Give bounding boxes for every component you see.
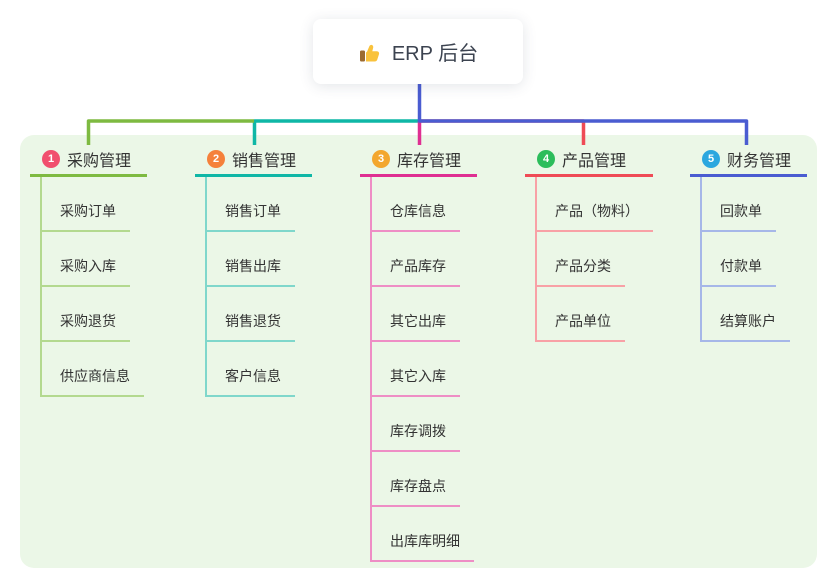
branch-header-purchase[interactable]: 1 采购管理 <box>30 145 148 177</box>
branch-children: 回款单 付款单 结算账户 <box>700 177 790 342</box>
child-node[interactable]: 结算账户 <box>702 287 790 342</box>
child-node[interactable]: 采购订单 <box>42 177 130 232</box>
branch-label: 库存管理 <box>397 152 462 170</box>
child-node[interactable]: 产品库存 <box>372 232 460 287</box>
branch-number-badge: 5 <box>702 149 720 168</box>
branch-number-badge: 2 <box>207 149 225 168</box>
branch-header-finance[interactable]: 5 财务管理 <box>690 145 808 177</box>
child-node[interactable]: 客户信息 <box>207 342 295 397</box>
branch-number-badge: 1 <box>42 149 60 168</box>
root-node-label: ERP 后台 <box>391 43 479 65</box>
branches-background-panel <box>20 135 817 568</box>
branch-number-badge: 4 <box>537 149 555 168</box>
branch-purchase-management: 1 采购管理 采购订单 采购入库 采购退货 供应商信息 <box>30 145 148 397</box>
child-node[interactable]: 产品（物料） <box>537 177 653 232</box>
thumbs-up-icon <box>359 44 379 61</box>
connector-sales <box>252 119 419 145</box>
child-node[interactable]: 库存调拨 <box>372 397 460 452</box>
child-node[interactable]: 回款单 <box>702 177 776 232</box>
branch-children: 销售订单 销售出库 销售退货 客户信息 <box>205 177 295 397</box>
branch-children: 产品（物料） 产品分类 产品单位 <box>535 177 653 342</box>
branch-inventory-management: 3 库存管理 仓库信息 产品库存 其它出库 其它入库 库存调拨 库存盘点 出库库… <box>360 145 478 562</box>
child-node[interactable]: 库存盘点 <box>372 452 460 507</box>
child-node[interactable]: 产品单位 <box>537 287 625 342</box>
child-node[interactable]: 出库库明细 <box>372 507 474 562</box>
child-node[interactable]: 供应商信息 <box>42 342 144 397</box>
branch-product-management: 4 产品管理 产品（物料） 产品分类 产品单位 <box>525 145 653 342</box>
branch-finance-management: 5 财务管理 回款单 付款单 结算账户 <box>690 145 808 342</box>
branch-label: 财务管理 <box>727 152 792 170</box>
branch-label: 产品管理 <box>562 152 627 170</box>
connector-purchase <box>86 119 254 145</box>
root-node-erp[interactable]: ERP 后台 <box>313 19 523 84</box>
child-node[interactable]: 销售订单 <box>207 177 295 232</box>
branch-label: 采购管理 <box>67 152 132 170</box>
child-node[interactable]: 付款单 <box>702 232 776 287</box>
child-node[interactable]: 销售出库 <box>207 232 295 287</box>
branch-header-sales[interactable]: 2 销售管理 <box>195 145 313 177</box>
child-node[interactable]: 销售退货 <box>207 287 295 342</box>
child-node[interactable]: 其它入库 <box>372 342 460 397</box>
branch-number-badge: 3 <box>372 149 390 168</box>
child-node[interactable]: 采购入库 <box>42 232 130 287</box>
child-node[interactable]: 产品分类 <box>537 232 625 287</box>
branch-label: 销售管理 <box>232 152 297 170</box>
connector-root-and-finance <box>417 84 749 145</box>
child-node[interactable]: 采购退货 <box>42 287 130 342</box>
connector-product <box>419 119 586 145</box>
branch-header-inventory[interactable]: 3 库存管理 <box>360 145 478 177</box>
branch-children: 采购订单 采购入库 采购退货 供应商信息 <box>40 177 144 397</box>
branch-sales-management: 2 销售管理 销售订单 销售出库 销售退货 客户信息 <box>195 145 313 397</box>
branch-children: 仓库信息 产品库存 其它出库 其它入库 库存调拨 库存盘点 出库库明细 <box>370 177 474 562</box>
child-node[interactable]: 仓库信息 <box>372 177 460 232</box>
child-node[interactable]: 其它出库 <box>372 287 460 342</box>
branch-header-product[interactable]: 4 产品管理 <box>525 145 653 177</box>
